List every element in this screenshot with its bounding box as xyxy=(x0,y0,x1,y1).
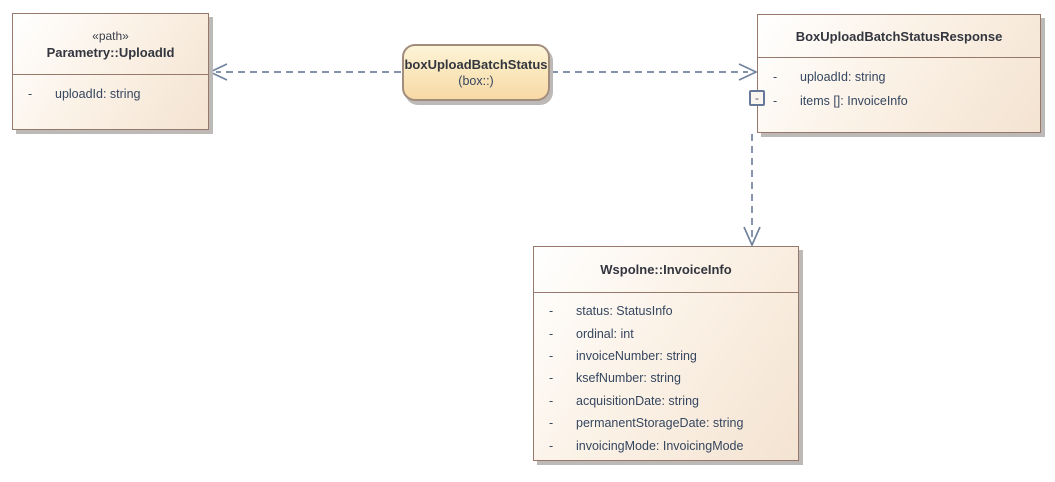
visibility-marker: - xyxy=(549,416,554,431)
class-stereotype: «path» xyxy=(92,28,129,43)
attribute-text: uploadId: string xyxy=(55,87,141,101)
visibility-marker: - xyxy=(28,87,33,101)
attributes-compartment: - uploadId: string xyxy=(13,82,208,106)
attribute-text: status: StatusInfo xyxy=(576,304,673,319)
class-box-upload-batch-status-response[interactable]: BoxUploadBatchStatusResponse - uploadId:… xyxy=(749,14,1041,133)
attribute-text: ksefNumber: string xyxy=(576,371,681,386)
dependency-arrow-down[interactable] xyxy=(743,134,761,248)
visibility-marker: - xyxy=(549,304,554,319)
action-instance-label: (box::) xyxy=(458,73,494,88)
attribute-row[interactable]: - invoicingMode: InvoicingMode xyxy=(534,434,798,456)
class-title: Parametry::UploadId xyxy=(46,44,175,60)
class-parametry-uploadid[interactable]: «path» Parametry::UploadId - uploadId: s… xyxy=(12,13,209,130)
attribute-text: acquisitionDate: string xyxy=(576,393,699,408)
class-header: Wspolne::InvoiceInfo xyxy=(534,247,798,293)
collapse-toggle-icon[interactable]: - xyxy=(749,90,765,106)
class-wspolne-invoiceinfo[interactable]: Wspolne::InvoiceInfo - status: StatusInf… xyxy=(533,246,799,461)
attribute-row[interactable]: - status: StatusInfo xyxy=(534,300,798,322)
class-title: Wspolne::InvoiceInfo xyxy=(600,262,732,277)
class-header: «path» Parametry::UploadId xyxy=(13,14,208,75)
attribute-text: ordinal: int xyxy=(576,326,634,341)
visibility-marker: - xyxy=(549,438,554,453)
attribute-row[interactable]: - permanentStorageDate: string xyxy=(534,412,798,434)
attribute-text: invoiceNumber: string xyxy=(576,348,697,363)
dependency-arrow-left[interactable] xyxy=(208,63,401,81)
attribute-row[interactable]: - ksefNumber: string xyxy=(534,367,798,389)
visibility-marker: - xyxy=(549,348,554,363)
attribute-row[interactable]: - uploadId: string xyxy=(13,82,208,106)
action-box-upload-batch-status[interactable]: boxUploadBatchStatus (box::) xyxy=(402,44,550,101)
attribute-row[interactable]: - invoiceNumber: string xyxy=(534,345,798,367)
attribute-row[interactable]: - acquisitionDate: string xyxy=(534,390,798,412)
attribute-text: uploadId: string xyxy=(800,70,886,84)
visibility-marker: - xyxy=(773,94,778,108)
visibility-marker: - xyxy=(549,371,554,386)
attribute-row[interactable]: - ordinal: int xyxy=(534,322,798,344)
attribute-row[interactable]: - uploadId: string xyxy=(758,65,1040,89)
visibility-marker: - xyxy=(773,70,778,84)
attribute-text: permanentStorageDate: string xyxy=(576,416,744,431)
attributes-compartment: - status: StatusInfo - ordinal: int - in… xyxy=(534,293,798,457)
attribute-text: invoicingMode: InvoicingMode xyxy=(576,438,744,453)
attribute-text: items []: InvoiceInfo xyxy=(800,94,908,108)
attributes-compartment: - uploadId: string - items []: InvoiceIn… xyxy=(758,58,1040,113)
class-header: BoxUploadBatchStatusResponse xyxy=(758,15,1040,58)
dependency-arrow-right[interactable] xyxy=(551,63,758,81)
class-title: BoxUploadBatchStatusResponse xyxy=(795,28,1003,44)
action-title: boxUploadBatchStatus xyxy=(404,56,548,72)
visibility-marker: - xyxy=(549,393,554,408)
attribute-row[interactable]: - items []: InvoiceInfo xyxy=(758,89,1040,113)
visibility-marker: - xyxy=(549,326,554,341)
